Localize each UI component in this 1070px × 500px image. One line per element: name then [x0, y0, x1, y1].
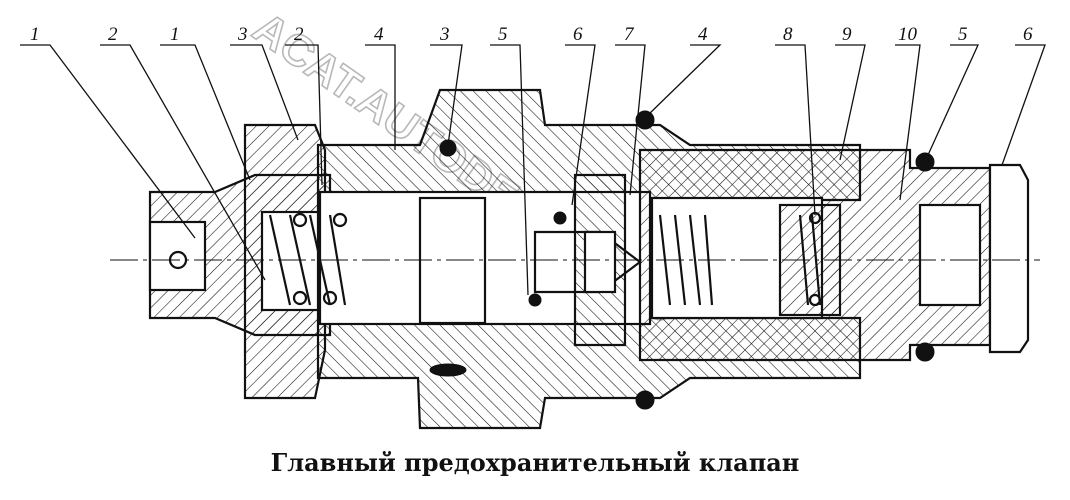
callout-6b: 6	[1023, 24, 1033, 45]
seal-ring	[635, 110, 655, 130]
seal-ring	[429, 363, 467, 377]
callout-2b: 2	[294, 24, 304, 45]
callout-6: 6	[573, 24, 583, 45]
callout-5: 5	[498, 24, 508, 45]
callout-9: 9	[842, 24, 852, 45]
valve-body	[148, 88, 1030, 430]
callout-7: 7	[624, 24, 635, 45]
seal-ring	[439, 139, 457, 157]
seat-gap	[583, 230, 617, 294]
callout-4: 4	[374, 24, 384, 45]
callout-1: 1	[30, 24, 40, 45]
callout-3: 3	[237, 24, 248, 45]
left-spring	[268, 212, 348, 306]
callout-1b: 1	[170, 24, 180, 45]
callout-2: 2	[108, 24, 118, 45]
drawing-caption: Главный предохранительный клапан	[270, 448, 800, 477]
callouts: 1 2 1 3 2 4 3 5 6 7 4 8 9 10 5 6	[30, 24, 1033, 45]
callout-5b: 5	[958, 24, 968, 45]
seal-rings	[429, 110, 935, 410]
seal-ring	[635, 390, 655, 410]
callout-8: 8	[783, 24, 793, 45]
leader-lines	[20, 44, 1046, 296]
seal-ring	[915, 152, 935, 172]
callout-10: 10	[898, 24, 918, 45]
seal-ring	[528, 293, 542, 307]
end-cap	[988, 163, 1030, 354]
seal-ring	[915, 342, 935, 362]
seal-ring	[553, 211, 567, 225]
callout-4b: 4	[698, 24, 708, 45]
callout-3b: 3	[439, 24, 450, 45]
right-spring	[658, 211, 822, 307]
right-port	[918, 203, 982, 307]
